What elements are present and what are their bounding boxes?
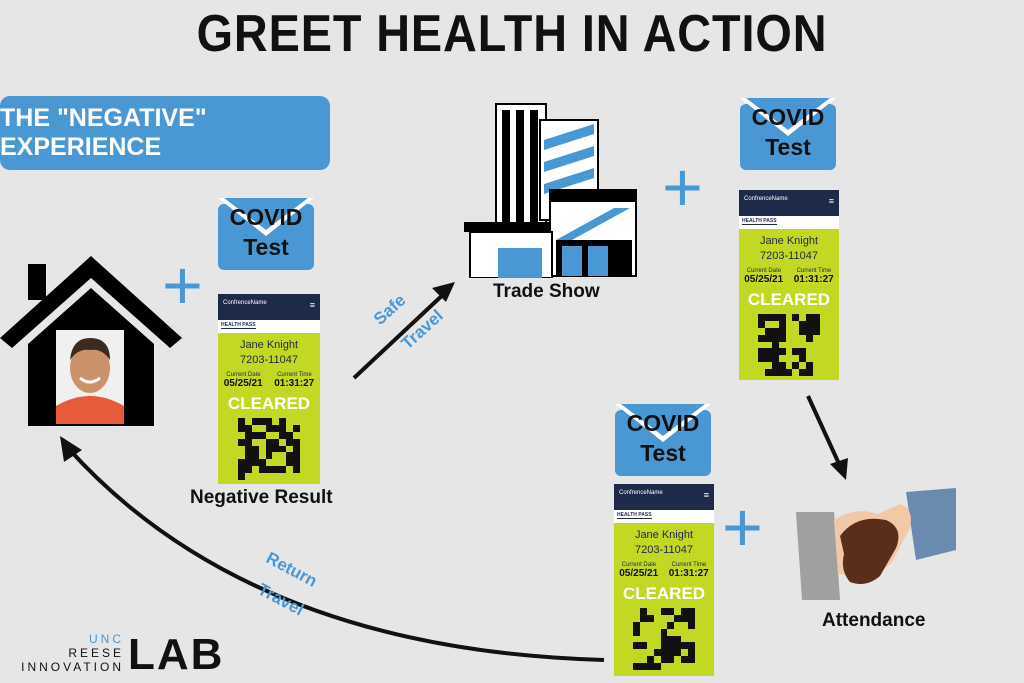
return-arrow-icon xyxy=(60,436,605,662)
pass-name: Jane Knight xyxy=(759,235,819,247)
logo-unc: UNC xyxy=(89,632,124,646)
health-pass-tab: HEALTH PASS xyxy=(617,512,652,519)
date-value: 05/25/21 xyxy=(744,274,784,285)
health-pass-tab: HEALTH PASS xyxy=(221,322,256,329)
qr-code-icon xyxy=(633,608,695,670)
status-badge: CLEARED xyxy=(747,290,831,309)
date-label: Current Date xyxy=(621,562,657,568)
time-label: Current Time xyxy=(671,562,707,568)
conference-name: ConfrenceName xyxy=(619,490,663,496)
pass-id: 7203-11047 xyxy=(240,354,298,366)
time-label: Current Time xyxy=(796,268,832,274)
covid-test-envelope-icon: COVID Test xyxy=(740,98,836,172)
attendance-caption: Attendance xyxy=(822,610,926,631)
unc-reese-lab-logo: UNC REESE INNOVATION LAB xyxy=(4,630,240,679)
pass-id: 7203-11047 xyxy=(635,544,693,556)
pass-name: Jane Knight xyxy=(634,529,694,541)
covid-test-envelope-icon: COVID Test xyxy=(218,198,314,272)
pass-name: Jane Knight xyxy=(239,339,299,351)
health-pass-card: ConfrenceName ≡ HEALTH PASS Jane Knight 7… xyxy=(739,190,839,380)
person-photo xyxy=(56,330,124,424)
logo-lab: LAB xyxy=(128,630,225,679)
covid-test-envelope-icon: COVID Test xyxy=(615,404,711,478)
menu-icon: ≡ xyxy=(309,300,315,310)
time-label: Current Time xyxy=(277,372,312,378)
menu-icon: ≡ xyxy=(828,196,834,206)
time-value: 01:31:27 xyxy=(668,568,709,579)
health-pass-tab: HEALTH PASS xyxy=(742,218,777,225)
banner-label: THE "NEGATIVE" EXPERIENCE xyxy=(0,104,207,161)
plus-icon: + xyxy=(722,488,763,566)
time-value: 01:31:27 xyxy=(793,274,834,285)
test-label: Test xyxy=(243,234,289,260)
conference-name: ConfrenceName xyxy=(223,300,267,306)
negative-result-caption: Negative Result xyxy=(190,487,333,508)
covid-label: COVID xyxy=(229,204,303,230)
page-title: GREET HEALTH IN ACTION xyxy=(196,5,828,63)
status-badge: CLEARED xyxy=(227,394,311,413)
qr-code-icon xyxy=(238,418,300,480)
menu-icon: ≡ xyxy=(703,490,709,500)
health-pass-card: ConfrenceName ≡ HEALTH PASS Jane Knight 7… xyxy=(218,294,320,484)
arrow-icon xyxy=(352,282,455,380)
plus-icon: + xyxy=(662,148,703,226)
date-value: 05/25/21 xyxy=(223,378,263,389)
logo-reese: REESE xyxy=(68,646,124,660)
arrow-icon xyxy=(806,395,848,480)
conference-name: ConfrenceName xyxy=(744,196,788,202)
status-badge: CLEARED xyxy=(622,584,706,603)
plus-icon: + xyxy=(162,246,203,324)
test-label: Test xyxy=(640,440,686,466)
health-pass-card: ConfrenceName ≡ HEALTH PASS Jane Knight 7… xyxy=(614,484,714,676)
date-value: 05/25/21 xyxy=(619,568,659,579)
handshake-icon xyxy=(796,484,956,604)
pass-id: 7203-11047 xyxy=(760,250,818,262)
date-label: Current Date xyxy=(226,372,261,378)
qr-code-icon xyxy=(758,314,820,376)
negative-experience-banner: THE "NEGATIVE" EXPERIENCE xyxy=(0,96,330,170)
covid-label: COVID xyxy=(751,104,825,130)
building-icon xyxy=(464,100,640,279)
time-value: 01:31:27 xyxy=(274,378,315,389)
date-label: Current Date xyxy=(746,268,782,274)
logo-innovation: INNOVATION xyxy=(21,660,124,674)
test-label: Test xyxy=(765,134,811,160)
trade-show-caption: Trade Show xyxy=(493,281,600,302)
covid-label: COVID xyxy=(626,410,700,436)
